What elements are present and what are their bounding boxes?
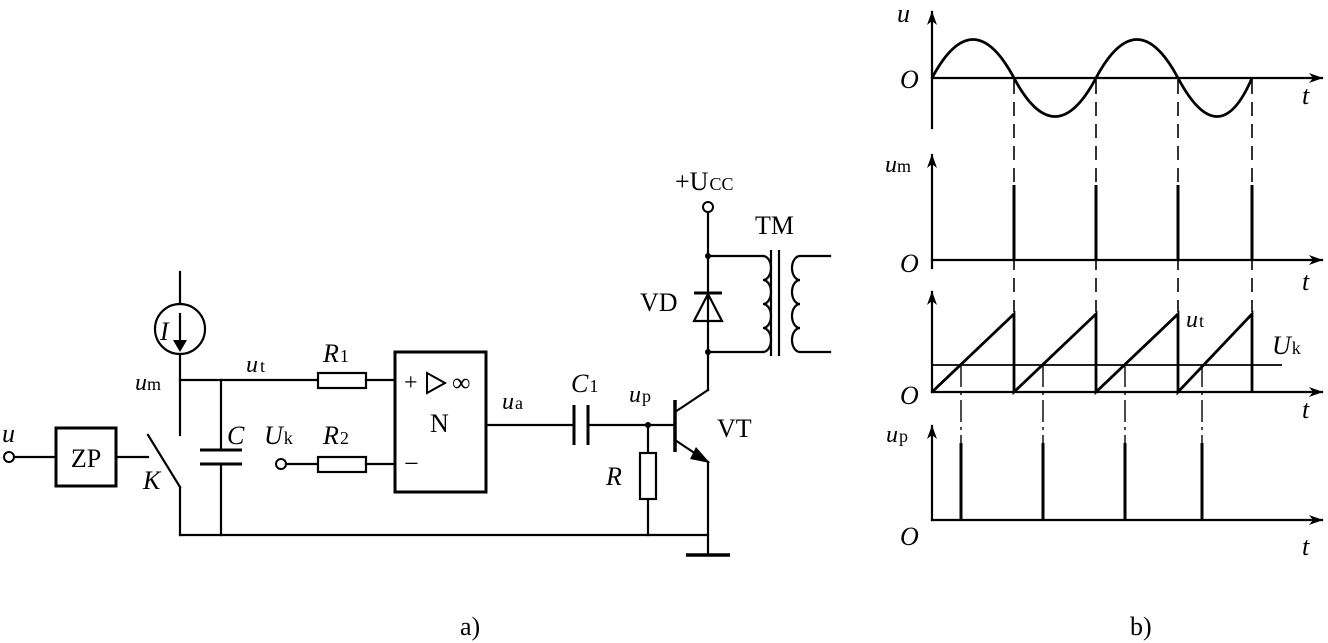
input-u-label: u [2,419,15,448]
waveform-diagram: u O t um O t O t [885,0,1324,641]
uk-terminal [275,458,320,470]
caption-b: b) [1130,612,1152,641]
zero-crossing-guides [1013,80,1253,312]
panel-ut: O t ut Uk [900,290,1324,424]
svg-text:ZP: ZP [71,444,101,473]
resistor-r [638,422,658,537]
u-waveform [930,38,1254,118]
panel-um-xlabel: t [1302,267,1310,296]
panel-ut-origin: O [900,381,919,410]
vd-label: VD [640,288,678,317]
panel-up-ylabel: up [886,422,908,448]
panel-u: u O t [897,0,1324,130]
opamp-n: + ∞ − N [393,350,488,494]
resistor-r2 [316,455,397,474]
panel-um: um O t [885,152,1324,296]
r-label: R [605,462,622,491]
svg-text:∞: ∞ [452,368,471,397]
svg-text:−: − [404,449,419,478]
svg-text:N: N [430,409,449,438]
ua-label: ua [502,389,523,415]
switch-k [146,433,182,537]
ucc-label: +UCC [675,167,733,196]
panel-um-ylabel: um [885,152,911,178]
r2-label: R2 [322,421,349,450]
zp-block: ZP [54,426,118,488]
panel-ut-xlabel: t [1302,395,1310,424]
transformer-tm [706,250,832,356]
input-terminal [3,451,58,463]
uk-level-label: Uk [1272,331,1301,360]
panel-u-xlabel: t [1302,81,1310,110]
svg-text:+: + [404,370,418,396]
diode-vd [692,253,724,355]
ut-sawtooth [931,310,1254,396]
caption-a: a) [460,612,480,641]
panel-um-origin: O [900,249,919,278]
resistor-r1 [316,371,397,390]
panel-up: up O t [886,422,1324,561]
up-label: up [629,382,651,408]
panel-up-xlabel: t [1302,532,1310,561]
current-i-label: I [159,317,170,346]
ucc-terminal [702,201,714,213]
tm-label: TM [755,211,794,240]
panel-u-origin: O [900,65,919,94]
capacitor-c1 [572,405,675,445]
vt-label: VT [717,414,752,443]
panel-u-ylabel: u [897,0,910,28]
crossing-guides [960,365,1203,460]
capacitor-c-label: C [227,421,245,450]
panel-up-origin: O [900,522,919,551]
um-label: um [135,370,161,396]
transistor-vt [673,388,710,555]
switch-k-label: K [142,466,162,495]
current-source-i [153,302,207,356]
ut-curve-label: ut [1186,307,1204,333]
capacitor-c [200,378,242,537]
uk-label: Uk [264,421,293,450]
c1-label: C1 [571,369,598,398]
r1-label: R1 [322,339,349,368]
